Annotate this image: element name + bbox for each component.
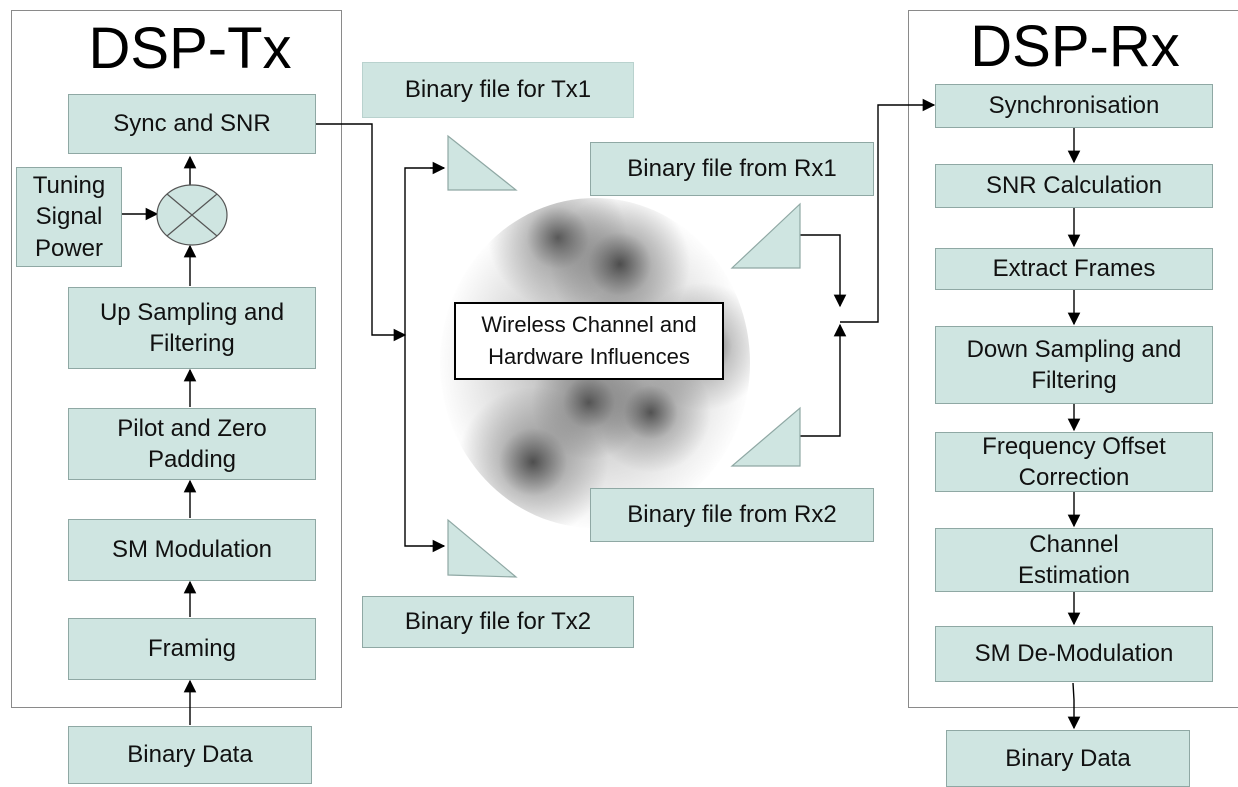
extract-frames-block: Extract Frames (935, 248, 1213, 290)
rx2-antenna (730, 406, 801, 467)
dsp-tx-title: DSP-Tx (88, 16, 292, 81)
synchronisation-block: Synchronisation (935, 84, 1213, 128)
tx2-antenna (447, 518, 518, 578)
frequency-offset-block: Frequency Offset Correction (935, 432, 1213, 492)
tx1-antenna (447, 134, 518, 191)
channel-label: Wireless Channel and Hardware Influences (454, 302, 724, 380)
sm-demodulation-block: SM De-Modulation (935, 626, 1213, 682)
rx-binary-data-block: Binary Data (946, 730, 1190, 787)
sm-modulation-block: SM Modulation (68, 519, 316, 581)
down-sampling-block: Down Sampling and Filtering (935, 326, 1213, 404)
rx1-antenna (730, 202, 801, 269)
channel-estimation-block: Channel Estimation (935, 528, 1213, 592)
tuning-signal-power-block: Tuning Signal Power (16, 167, 122, 267)
mixer-symbol (156, 184, 228, 246)
binary-file-tx1: Binary file for Tx1 (362, 62, 634, 118)
tx-binary-data-block: Binary Data (68, 726, 312, 784)
dsp-rx-title: DSP-Rx (970, 14, 1180, 79)
binary-file-rx2: Binary file from Rx2 (590, 488, 874, 542)
dsp-rx-frame (908, 10, 1238, 708)
sync-and-snr-block: Sync and SNR (68, 94, 316, 154)
binary-file-tx2: Binary file for Tx2 (362, 596, 634, 648)
snr-calculation-block: SNR Calculation (935, 164, 1213, 208)
framing-block: Framing (68, 618, 316, 680)
binary-file-rx1: Binary file from Rx1 (590, 142, 874, 196)
pilot-zero-padding-block: Pilot and Zero Padding (68, 408, 316, 480)
up-sampling-block: Up Sampling and Filtering (68, 287, 316, 369)
dsp-tx-frame (11, 10, 342, 708)
